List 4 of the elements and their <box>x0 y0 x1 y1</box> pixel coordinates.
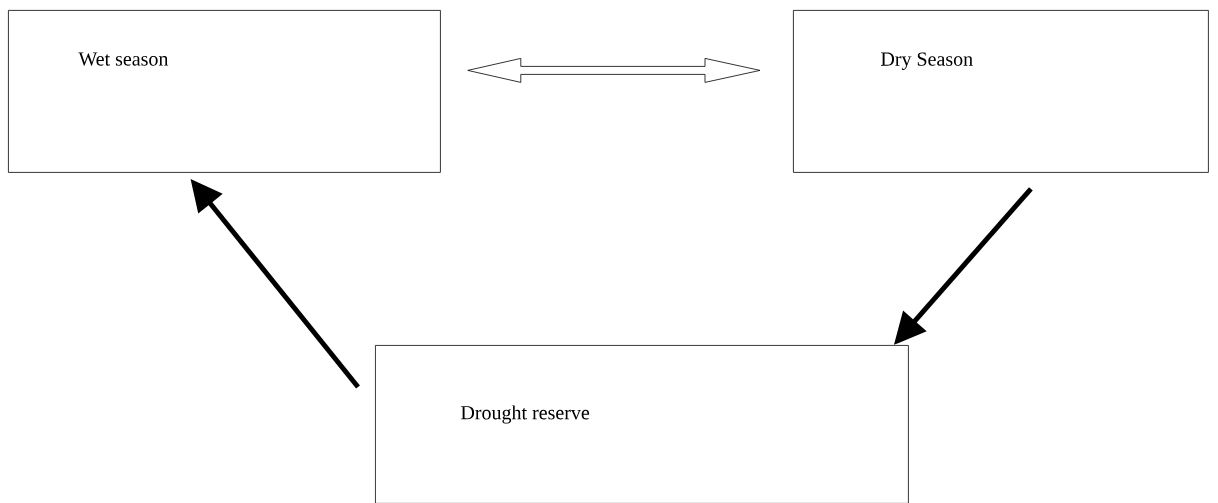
text-box: Wet season <box>8 10 441 173</box>
double-arrow <box>467 58 761 83</box>
text-box: Dry Season <box>793 10 1209 173</box>
text-box: Drought reserve <box>375 345 909 503</box>
